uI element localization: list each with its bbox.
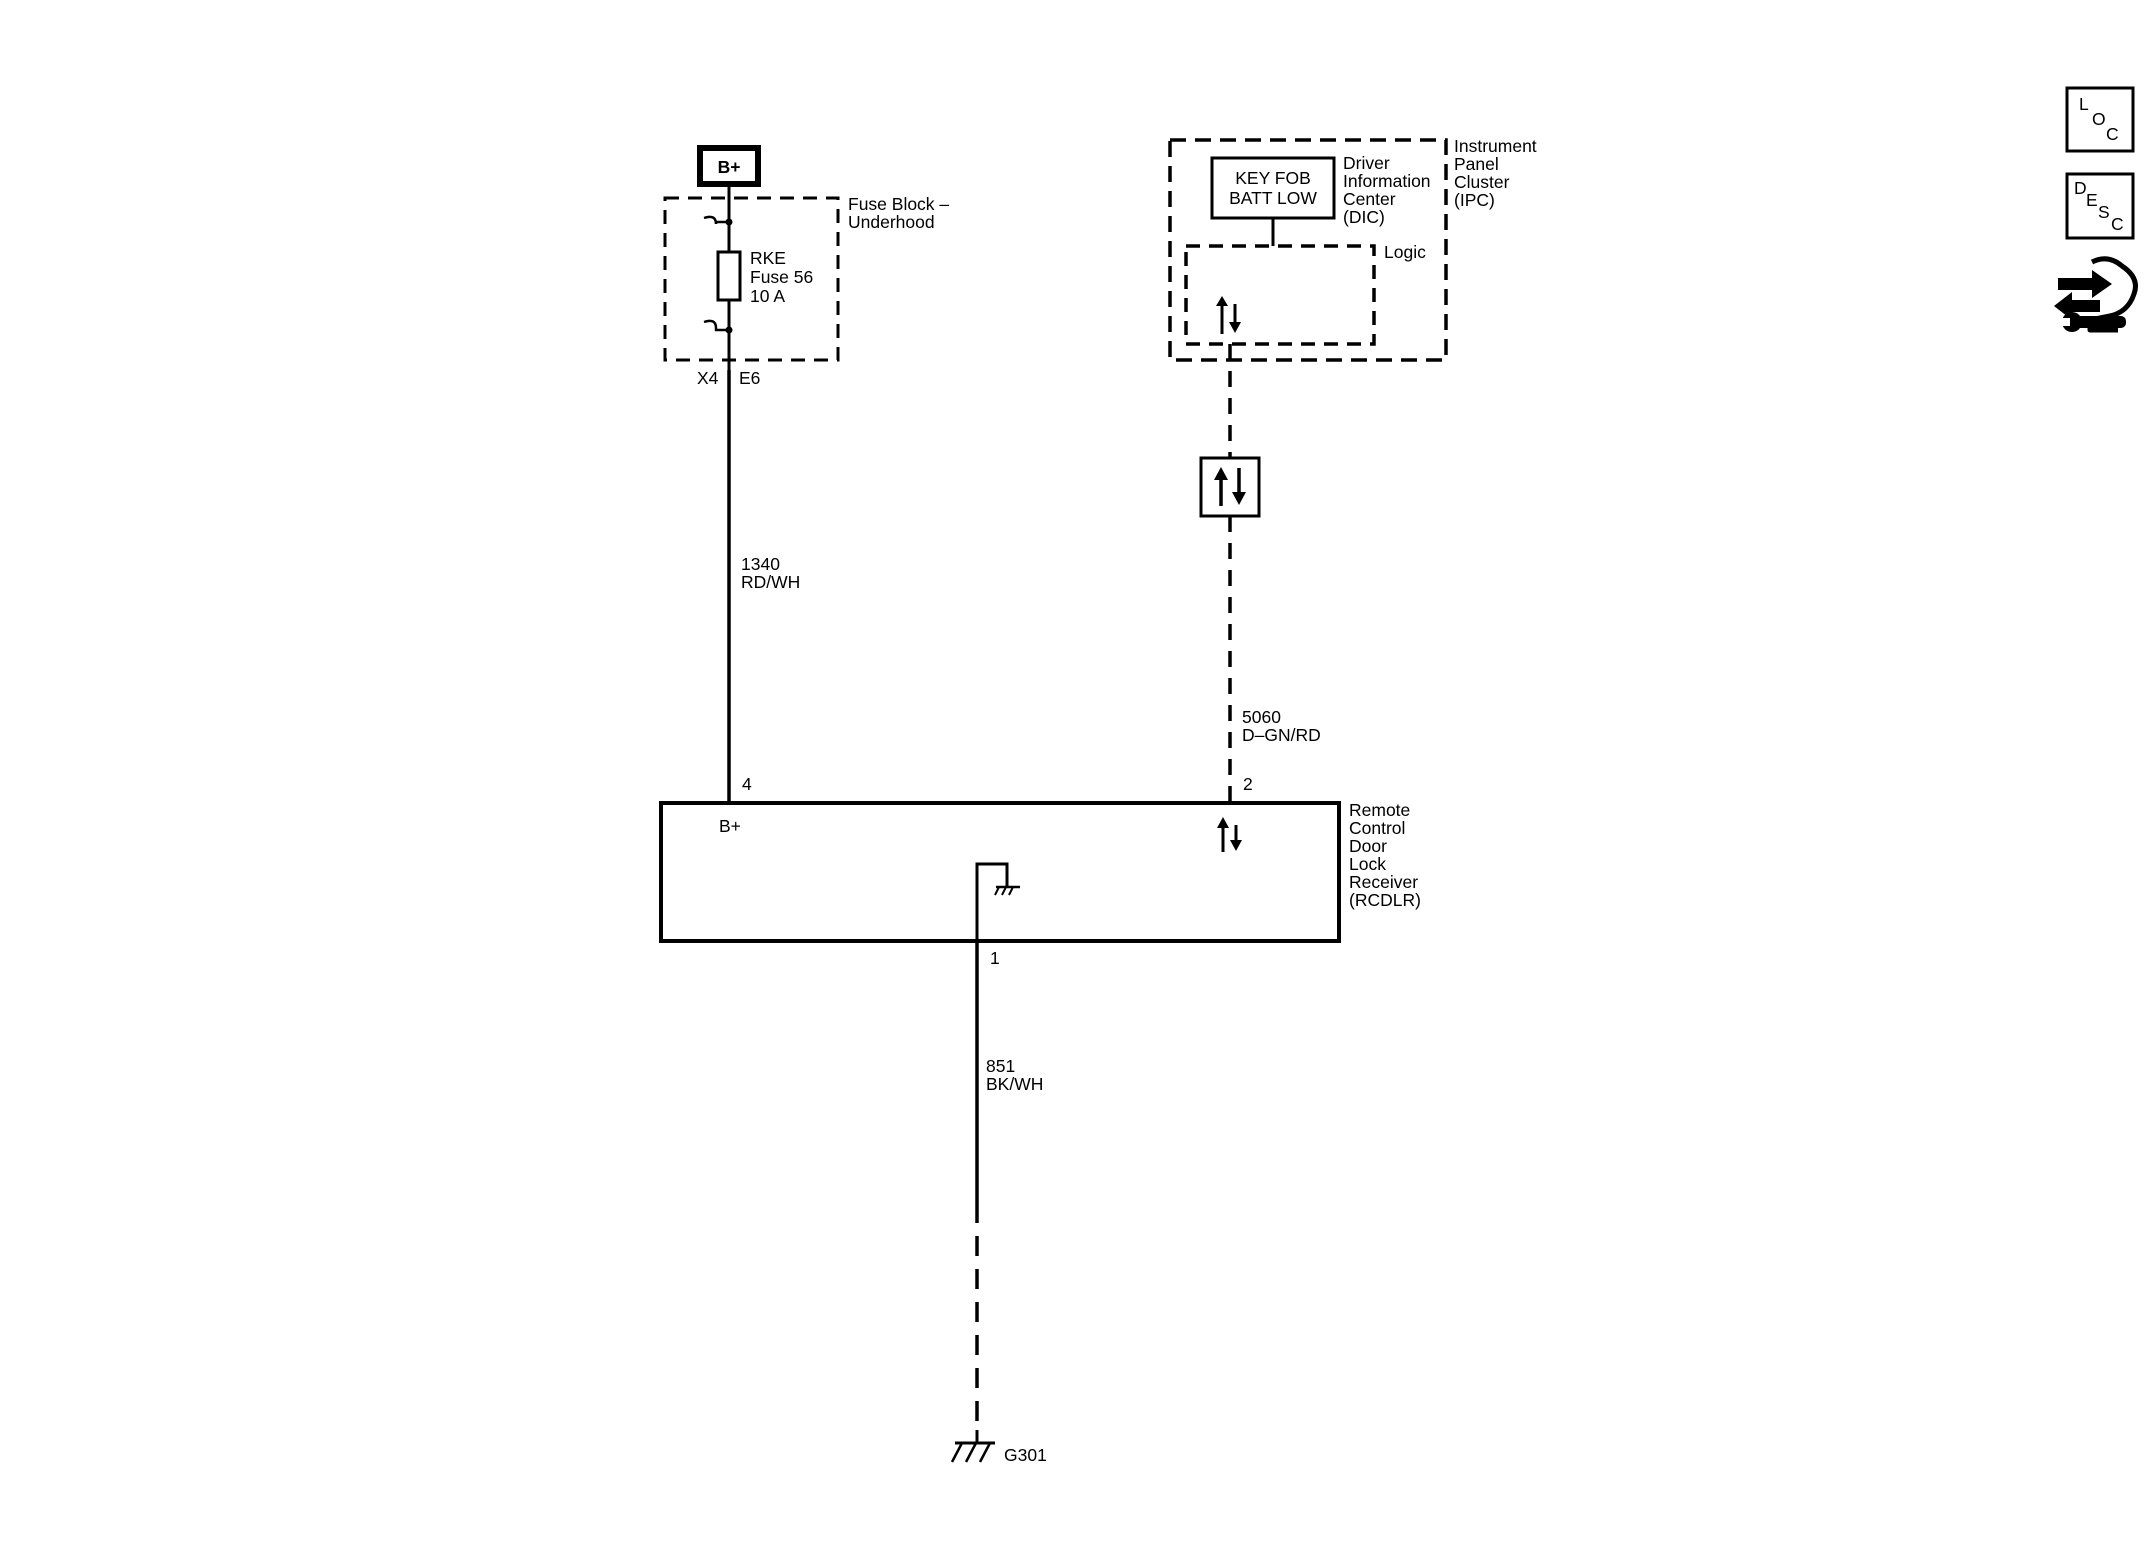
wire-1340-circuit: 1340 bbox=[741, 554, 780, 574]
description-button[interactable]: D E S C bbox=[2065, 172, 2135, 240]
ground-g301-label: G301 bbox=[1004, 1445, 1047, 1465]
ipc-outline bbox=[1168, 138, 1448, 362]
fuse-name: RKE bbox=[750, 248, 786, 268]
logic-label: Logic bbox=[1384, 242, 1426, 262]
fuse-terminal-lower bbox=[703, 319, 729, 332]
rcdlr-name-line1: Remote bbox=[1349, 800, 1410, 820]
wire-1340-pin: 4 bbox=[742, 774, 752, 794]
wire-851-circuit: 851 bbox=[986, 1056, 1015, 1076]
dic-name-line2: Information bbox=[1343, 171, 1431, 191]
remote-control-door-lock-receiver: B+ Remote Control Door Lock Receiver (RC… bbox=[659, 800, 1421, 943]
fuse-block-name-line2: Underhood bbox=[848, 212, 935, 232]
ipc-name-line4: (IPC) bbox=[1454, 190, 1495, 210]
fuse-block-underhood: Fuse Block – Underhood RKE Fuse 56 10 A … bbox=[663, 184, 949, 388]
wire-5060-circuit: 5060 bbox=[1242, 707, 1281, 727]
battery-positive-label: B+ bbox=[718, 157, 741, 177]
location-letter-c: C bbox=[2106, 124, 2119, 144]
rcdlr-name-line6: (RCDLR) bbox=[1349, 890, 1421, 910]
fuse-block-name-line1: Fuse Block – bbox=[848, 194, 949, 214]
dic-message-line2: BATT LOW bbox=[1229, 188, 1317, 208]
serial-data-arrows-icon bbox=[1214, 467, 1246, 506]
description-letter-e: E bbox=[2086, 190, 2098, 210]
instrument-panel-cluster: Instrument Panel Cluster (IPC) KEY FOB B… bbox=[1168, 136, 1537, 362]
serial-data-module bbox=[1199, 456, 1261, 518]
ground-g301: G301 bbox=[950, 1430, 1047, 1465]
rcdlr-name-line3: Door bbox=[1349, 836, 1387, 856]
location-letter-o: O bbox=[2092, 109, 2106, 129]
battery-positive-source: B+ bbox=[697, 145, 761, 187]
description-letter-d: D bbox=[2074, 178, 2087, 198]
rcdlr-name-line5: Receiver bbox=[1349, 872, 1418, 892]
dic-name-line1: Driver bbox=[1343, 153, 1390, 173]
wire-5060-color: D–GN/RD bbox=[1242, 725, 1321, 745]
logic-bidirectional-arrows-icon bbox=[1216, 296, 1241, 334]
logic-box bbox=[1184, 244, 1376, 346]
connector-e6-label: E6 bbox=[739, 368, 760, 388]
location-button[interactable]: L O C bbox=[2065, 86, 2135, 153]
description-letter-s: S bbox=[2098, 202, 2110, 222]
wire-1340-color: RD/WH bbox=[741, 572, 800, 592]
dic-name-line4: (DIC) bbox=[1343, 207, 1385, 227]
rcdlr-bplus-label: B+ bbox=[719, 816, 741, 836]
rcdlr-outline bbox=[659, 801, 1341, 943]
diagnostic-button[interactable] bbox=[2054, 256, 2138, 333]
ipc-name-line1: Instrument bbox=[1454, 136, 1537, 156]
location-letter-l: L bbox=[2079, 94, 2089, 114]
wire-851-color: BK/WH bbox=[986, 1074, 1043, 1094]
dic-message-line1: KEY FOB bbox=[1235, 168, 1311, 188]
wire-5060-pin: 2 bbox=[1243, 774, 1253, 794]
fuse-number: Fuse 56 bbox=[750, 267, 813, 287]
fuse-block-outline bbox=[663, 196, 840, 362]
description-letter-c: C bbox=[2111, 214, 2124, 234]
fuse-56-symbol bbox=[716, 250, 742, 302]
wire-1340: 1340 RD/WH 4 bbox=[727, 370, 800, 803]
wire-851: 1 851 BK/WH bbox=[975, 941, 1043, 1430]
rcdlr-bidirectional-arrows-icon bbox=[1217, 817, 1242, 852]
arrows-wrench-icon bbox=[2054, 256, 2138, 333]
ground-icon bbox=[950, 1430, 995, 1463]
dic-name-line3: Center bbox=[1343, 189, 1396, 209]
rcdlr-name-line4: Lock bbox=[1349, 854, 1386, 874]
wire-5060: 5060 D–GN/RD 2 bbox=[1199, 344, 1321, 803]
rcdlr-name-line2: Control bbox=[1349, 818, 1405, 838]
wire-851-pin: 1 bbox=[990, 948, 1000, 968]
connector-x4-label: X4 bbox=[697, 368, 719, 388]
fuse-terminal-upper bbox=[703, 215, 729, 225]
ipc-name-line2: Panel bbox=[1454, 154, 1499, 174]
ipc-name-line3: Cluster bbox=[1454, 172, 1510, 192]
rcdlr-internal-ground-icon bbox=[975, 862, 1020, 941]
fuse-rating: 10 A bbox=[750, 286, 785, 306]
